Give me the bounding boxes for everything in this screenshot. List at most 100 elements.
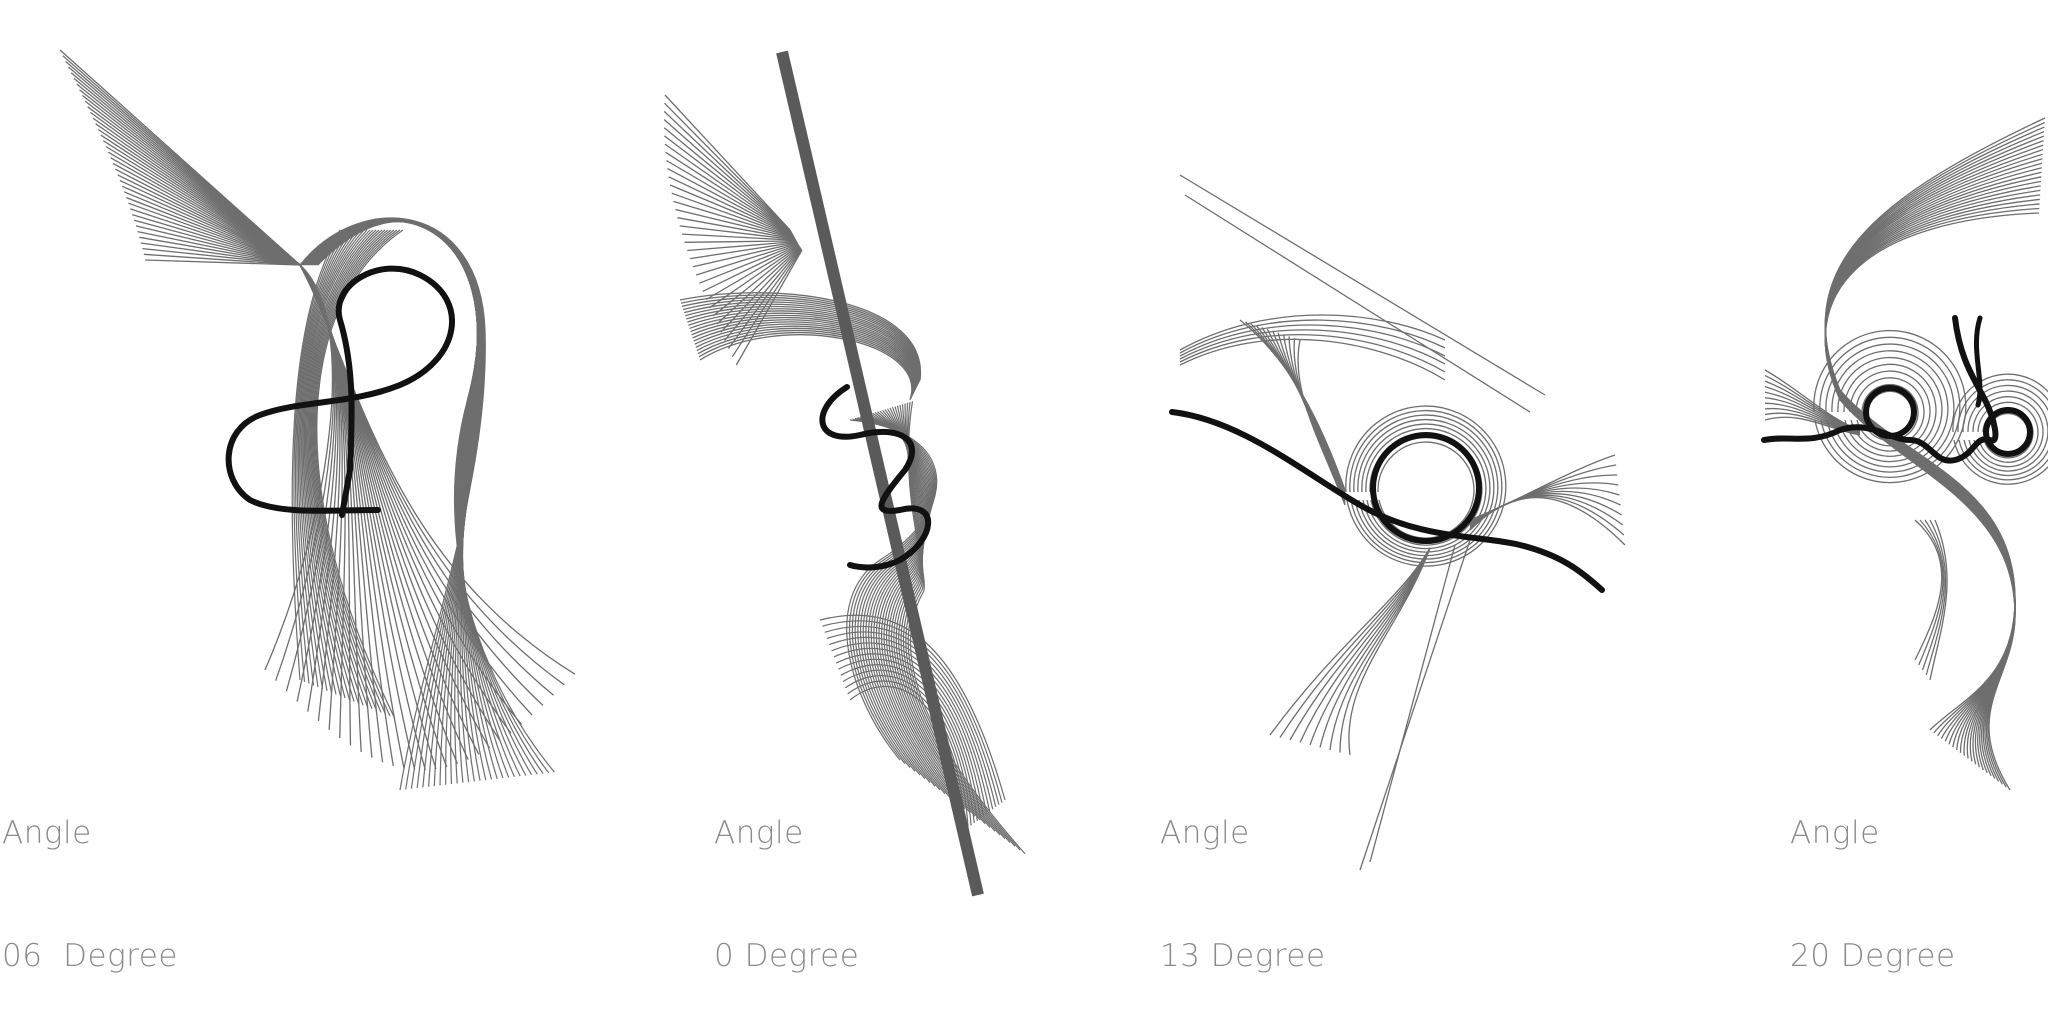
- figure-2-fan-line: [705, 244, 800, 301]
- figure-2-fan-lines: [663, 94, 921, 401]
- figure-1-degree-label: 06 Degree: [2, 938, 178, 974]
- figure-2-wave-line: [907, 401, 1026, 855]
- figure-2-arc-line: [699, 334, 913, 401]
- figure-4-left-loop: [1831, 350, 1949, 468]
- figure-1-fan-line: [133, 219, 301, 266]
- figure-1-cross-line: [301, 229, 362, 693]
- figure-3-down-strand: [1279, 547, 1431, 738]
- figure-4-left-loop: [1825, 343, 1955, 473]
- figure-2-wave-line: [849, 418, 937, 765]
- figure-4-left-strand: [1764, 407, 1861, 435]
- figure-4-band-line: [1824, 162, 2043, 759]
- figure-3-long-line: [1359, 539, 1471, 871]
- figure-4-degree-label: 20 Degree: [1790, 938, 1956, 974]
- figure-2-lower-line: [845, 675, 972, 826]
- figure-1-fan-line: [117, 174, 301, 266]
- figure-1-fan-line: [132, 213, 301, 266]
- figure-4-right-stroke: [1973, 315, 1983, 408]
- figure-1-caption: Angle 06 Degree: [2, 731, 178, 1018]
- figure-1-loop-line: [316, 220, 550, 774]
- figure-3-loop: [1365, 427, 1487, 550]
- figure-3-long-line: [1369, 544, 1456, 863]
- figure-1-loop-line: [315, 220, 538, 775]
- figure-2-fan-line: [684, 240, 797, 243]
- figure-4-band-line: [1824, 212, 2040, 791]
- figure-1-fan-line: [145, 259, 301, 266]
- figure-4-left-loop: [1819, 336, 1961, 478]
- figure-1-cross-line: [315, 229, 401, 717]
- figure-4-caption: Angle 20 Degree: [1790, 731, 1956, 1018]
- figure-1-loop-lines: [291, 217, 555, 791]
- figure-2-fan-line: [668, 176, 794, 237]
- figure-4-left-strand: [1764, 416, 1861, 436]
- figure-1-fan-line: [137, 230, 301, 266]
- figure-2-wave-line: [862, 414, 933, 783]
- figure-4-band-line: [1824, 189, 2041, 776]
- figure-3-upper-strand: [1179, 338, 1446, 381]
- figure-4-band-line: [1824, 203, 2040, 785]
- figure-2-lower-line: [847, 680, 969, 828]
- figure-1-angle-06: [59, 49, 576, 791]
- figure-4-lines: [1764, 117, 2048, 791]
- figure-3-circle: [1370, 432, 1482, 544]
- figure-4-angle-20: [1761, 117, 2048, 791]
- figure-1-fan-line: [115, 168, 301, 266]
- figure-1-cross-line: [307, 229, 377, 702]
- figure-2-fan-line: [720, 247, 802, 333]
- figure-1-cross-line: [297, 229, 353, 688]
- figure-3-upper-strand: [1179, 329, 1446, 365]
- figure-2-wave-line: [870, 412, 946, 795]
- figure-4-band-line: [1824, 194, 2041, 779]
- figure-4-left-loop: [1861, 383, 1919, 442]
- figure-2-fan-line: [709, 245, 800, 309]
- figure-2-fan-line: [663, 127, 792, 233]
- figure-3-down-strand: [1289, 547, 1431, 741]
- figure-2-angle-label: Angle: [714, 815, 804, 851]
- figure-2-fan-line: [702, 243, 800, 292]
- figure-1-fan-line: [126, 196, 301, 266]
- figure-2-fan-line: [666, 159, 794, 236]
- figure-2-fan-line: [692, 242, 798, 268]
- figure-1-cross-line: [293, 229, 344, 682]
- figure-3-loop: [1361, 423, 1491, 553]
- figure-4-left-strand: [1764, 402, 1861, 434]
- figure-3-left-strand: [1297, 339, 1346, 506]
- figure-1-cross-line: [294, 229, 347, 684]
- figure-4-lower-strand: [1918, 519, 1944, 666]
- figure-3-loop: [1349, 409, 1503, 564]
- figure-3-down-strand: [1329, 547, 1431, 751]
- figure-1-cross-line: [291, 229, 341, 681]
- figure-3-loop: [1353, 414, 1499, 560]
- figure-2-fan-line: [665, 151, 793, 235]
- figure-2-lower-line: [819, 614, 1006, 801]
- figure-4-lower-strand: [1925, 519, 1947, 676]
- figure-2-fan-line: [669, 184, 795, 238]
- figure-2-fan-line: [735, 249, 803, 366]
- figure-2-fan-line: [682, 233, 797, 241]
- figure-4-band-line: [1824, 135, 2045, 742]
- figure-3-down-strand: [1348, 547, 1431, 756]
- figure-3-long-line: [1179, 174, 1546, 396]
- figure-4-left-loop: [1855, 377, 1925, 447]
- figure-4-left-loop: [1837, 356, 1943, 463]
- figure-1-fan-line: [130, 208, 301, 266]
- figure-4-band-line: [1824, 140, 2044, 745]
- figure-2-fan-line: [664, 102, 791, 232]
- figure-1-cross-line: [314, 229, 398, 715]
- figure-2-main-curve: [819, 384, 932, 571]
- figure-2-wave-line: [888, 407, 981, 821]
- figure-1-fan-line: [140, 242, 301, 266]
- figure-3-degree-label: 13 Degree: [1160, 938, 1326, 974]
- figure-3-caption: Angle 13 Degree: [1160, 731, 1326, 1018]
- figure-2-fan-line: [723, 247, 802, 341]
- figure-1-fan-line: [119, 179, 301, 266]
- figure-4-right-loop: [1952, 373, 2048, 485]
- figure-3-upper-strand: [1179, 334, 1446, 373]
- figure-2-fan-line: [716, 246, 801, 325]
- figure-3-loop: [1377, 441, 1475, 539]
- figure-4-lower-strand: [1921, 519, 1945, 671]
- figure-1-cross-line: [313, 229, 395, 713]
- figure-3-upper-strand: [1179, 314, 1446, 351]
- figure-2-degree-label: 0 Degree: [714, 938, 860, 974]
- diagram-canvas: [59, 49, 2048, 897]
